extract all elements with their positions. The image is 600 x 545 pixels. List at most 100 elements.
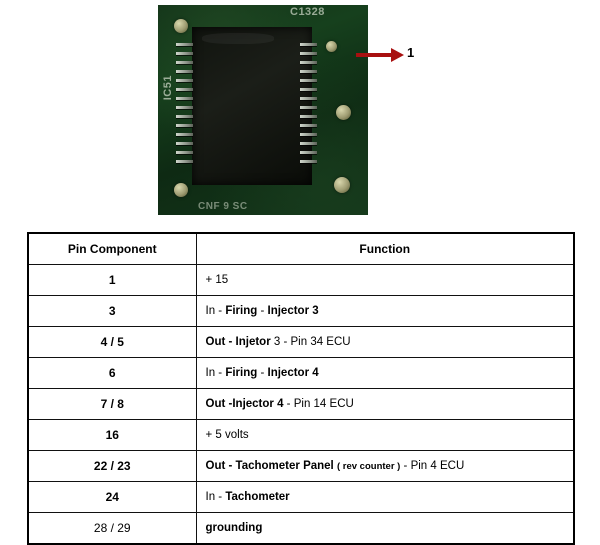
cell-pin-component: 22 / 23: [27, 450, 197, 482]
cell-pin-component: 16: [27, 419, 197, 451]
cell-pin-component: 7 / 8: [27, 388, 197, 420]
function-text-run: -: [215, 367, 226, 379]
cell-pin-component: 6: [27, 357, 197, 389]
function-text-run: 3 -: [270, 336, 291, 348]
function-text-run: Tachometer Panel: [235, 460, 334, 472]
pin1-callout: 1: [355, 44, 425, 66]
pin-lead: [300, 61, 317, 64]
silkscreen-ic-label: IC51: [162, 75, 174, 101]
callout-arrow-icon: [356, 48, 404, 62]
pin-lead: [300, 133, 317, 136]
solder-pad: [334, 177, 350, 193]
pin-lead: [300, 106, 317, 109]
table-row: 1 + 15: [27, 264, 575, 296]
cell-function: Out - Injetor 3 - Pin 34 ECU: [195, 326, 575, 358]
pin-lead: [176, 151, 193, 154]
pin-lead: [176, 106, 193, 109]
table-row: 28 / 29 grounding: [27, 512, 575, 545]
figure-area: IC51 C1328 CNF 9 SC 1: [0, 0, 600, 228]
function-text-run: Pin: [290, 336, 308, 348]
function-text-run: 4 ECU: [427, 460, 465, 472]
function-text-run: Out: [205, 460, 226, 472]
function-text-run: grounding: [205, 522, 263, 534]
function-text-run: + 15: [205, 274, 229, 286]
function-text-run: -: [257, 305, 268, 317]
function-text-run: -: [400, 460, 411, 472]
function-text-run: Tachometer: [225, 491, 290, 503]
ic-pin-bank-right: [300, 43, 317, 163]
solder-pad: [174, 183, 188, 197]
function-text-run: -: [225, 460, 236, 472]
pin-lead: [300, 79, 317, 82]
cell-function: In - Firing - Injector 4: [195, 357, 575, 389]
function-text-run: -: [225, 398, 233, 410]
pin-lead: [300, 43, 317, 46]
function-text-run: + 5 volts: [205, 429, 249, 441]
cell-pin-component: 4 / 5: [27, 326, 197, 358]
pin-lead: [176, 61, 193, 64]
function-text-run: Injector 3: [267, 305, 319, 317]
cell-pin-component: 1: [27, 264, 197, 296]
function-text-run: 14 ECU: [310, 398, 354, 410]
table-header: Pin Component Function: [27, 232, 575, 265]
pin-lead: [176, 79, 193, 82]
pin-lead: [176, 142, 193, 145]
cell-function: + 15: [195, 264, 575, 296]
cell-function: grounding: [195, 512, 575, 545]
pin-lead: [176, 52, 193, 55]
function-text-run: 34 ECU: [307, 336, 351, 348]
silkscreen-top-right-label: C1328: [290, 6, 325, 18]
table-row: 16 + 5 volts: [27, 419, 575, 451]
pin-lead: [300, 97, 317, 100]
function-text-run: -: [215, 491, 226, 503]
pin-lead: [176, 70, 193, 73]
function-text-run: Out: [205, 398, 226, 410]
ic-pin-bank-left: [176, 43, 193, 163]
pcb-ic-photo: IC51 C1328 CNF 9 SC: [158, 5, 368, 215]
function-text-run: -: [257, 367, 268, 379]
column-header-pin-component: Pin Component: [27, 232, 197, 265]
cell-function: Out - Tachometer Panel ( rev counter ) -…: [195, 450, 575, 482]
pin-lead: [300, 52, 317, 55]
pin-lead: [300, 124, 317, 127]
column-header-function: Function: [195, 232, 575, 265]
pin-lead: [176, 133, 193, 136]
cell-function: In - Firing - Injector 3: [195, 295, 575, 327]
function-text-run: -: [225, 336, 236, 348]
cell-function: + 5 volts: [195, 419, 575, 451]
function-text-run: -: [215, 305, 226, 317]
function-text-run: Firing: [225, 305, 258, 317]
pin-lead: [176, 124, 193, 127]
function-text-run: Injector 4: [267, 367, 319, 379]
cell-pin-component: 3: [27, 295, 197, 327]
function-text-run: Pin: [410, 460, 428, 472]
solder-pad: [326, 41, 337, 52]
pin-lead: [176, 160, 193, 163]
pin-lead: [300, 151, 317, 154]
cell-pin-component: 24: [27, 481, 197, 513]
function-text-run: Out: [205, 336, 226, 348]
pin-lead: [300, 160, 317, 163]
pin-lead: [300, 142, 317, 145]
function-text-run: In: [205, 367, 216, 379]
pin-lead: [176, 88, 193, 91]
function-text-run: -: [283, 398, 294, 410]
callout-label: 1: [407, 45, 415, 60]
cell-function: In - Tachometer: [195, 481, 575, 513]
cell-function: Out -Injector 4 - Pin 14 ECU: [195, 388, 575, 420]
function-text-run: ( rev counter ): [336, 461, 401, 472]
pin-lead: [176, 115, 193, 118]
function-text-run: In: [205, 491, 216, 503]
pin-lead: [176, 43, 193, 46]
pin-lead: [300, 115, 317, 118]
cell-pin-component: 28 / 29: [27, 512, 197, 545]
function-text-run: Pin: [293, 398, 311, 410]
ic-chip-body: [192, 27, 312, 185]
